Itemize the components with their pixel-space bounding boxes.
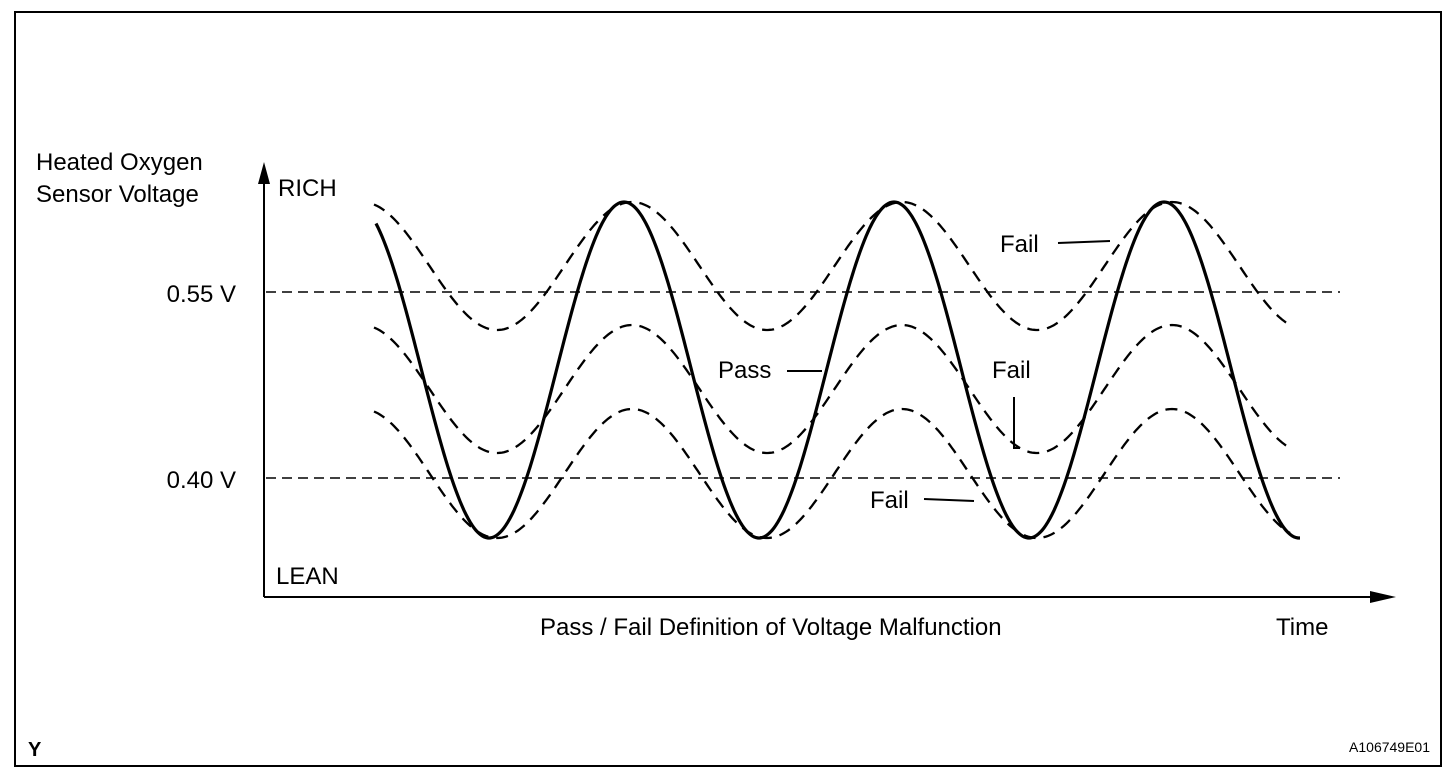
pass-waveform (374, 200, 1300, 540)
corner-mark: Y (28, 739, 42, 761)
fail-bottom-label: Fail (870, 487, 909, 514)
fail-waveform-middle (373, 323, 1291, 455)
lower-threshold-label: 0.40 V (167, 467, 236, 494)
y-axis-title-line1: Heated Oxygen (36, 149, 203, 176)
fail-middle-leader (1013, 397, 1020, 449)
y-axis-title-line2: Sensor Voltage (36, 181, 199, 208)
fail-waveform-high (373, 200, 1291, 332)
figure-code: A106749E01 (1349, 739, 1430, 755)
fail-middle-label: Fail (992, 357, 1031, 384)
fail-top-leader (1057, 240, 1111, 244)
rich-label: RICH (278, 175, 337, 202)
y-axis-arrowhead (258, 162, 270, 184)
diagram-caption: Pass / Fail Definition of Voltage Malfun… (540, 614, 1002, 641)
upper-threshold-label: 0.55 V (167, 281, 236, 308)
fail-waveform-low (373, 407, 1291, 540)
fail-bottom-leader (923, 498, 975, 502)
x-axis-arrowhead (1370, 591, 1396, 603)
lean-label: LEAN (276, 563, 339, 590)
pass-label: Pass (718, 357, 771, 384)
fail-top-label: Fail (1000, 231, 1039, 258)
outer-frame (14, 11, 1442, 767)
x-axis-label: Time (1276, 614, 1328, 641)
